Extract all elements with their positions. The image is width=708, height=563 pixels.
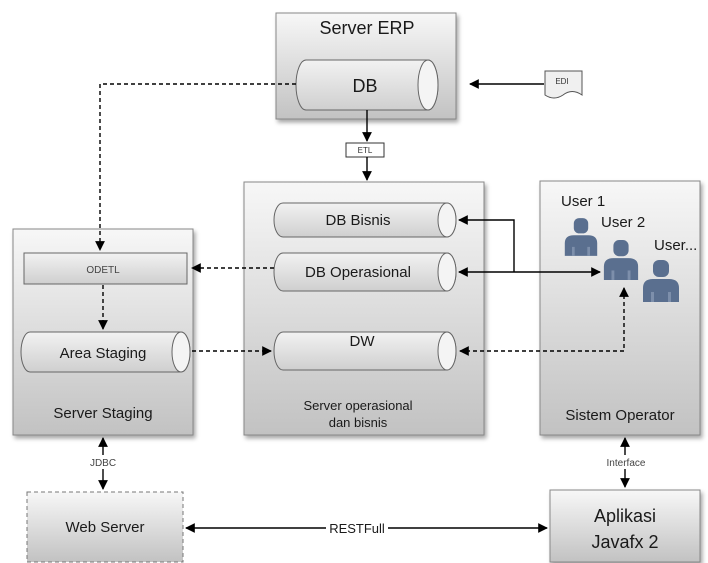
db-operasional-cylinder [273, 252, 457, 292]
odetl-box [23, 252, 188, 285]
erp-db-label: DB [352, 76, 377, 96]
erp-db-cylinder [295, 59, 439, 111]
etl-label: ETL [358, 146, 373, 155]
etl-label-box [345, 142, 385, 158]
interface-label: Interface [607, 458, 646, 469]
user-1-label: User 1 [561, 193, 605, 210]
sistem-operator-label: Sistem Operator [565, 407, 674, 424]
dw-label: DW [350, 333, 376, 350]
jdbc-label: JDBC [90, 458, 116, 469]
users-to-dw-dashed [459, 287, 629, 356]
aplikasi-javafx-box [549, 489, 701, 563]
restfull-label: RESTFull [329, 521, 385, 536]
server-staging-label: Server Staging [53, 405, 152, 422]
web-server-box [26, 491, 184, 563]
db-bisnis-label: DB Bisnis [325, 212, 390, 229]
server-erp-title: Server ERP [319, 18, 414, 38]
edi-label: EDI [555, 77, 568, 86]
area-staging-cylinder [20, 331, 191, 373]
area-staging-label: Area Staging [60, 345, 147, 362]
server-operasional-label-line2: dan bisnis [329, 415, 388, 430]
users-to-db-bisnis-arrow [458, 215, 515, 272]
odetl-label: ODETL [86, 265, 120, 276]
server-operasional-label-line1: Server operasional [303, 398, 412, 413]
db-bisnis-cylinder [273, 202, 457, 238]
user-3-label: User... [654, 237, 697, 254]
web-server-label: Web Server [66, 519, 145, 536]
aplikasi-label-line2: Javafx 2 [591, 532, 658, 552]
edi-document-icon [544, 70, 583, 99]
dw-cylinder [273, 331, 457, 371]
db-operasional-label: DB Operasional [305, 264, 411, 281]
erp-db-to-odetl-dashed [95, 83, 296, 251]
user-2-label: User 2 [601, 214, 645, 231]
aplikasi-label-line1: Aplikasi [594, 506, 656, 526]
